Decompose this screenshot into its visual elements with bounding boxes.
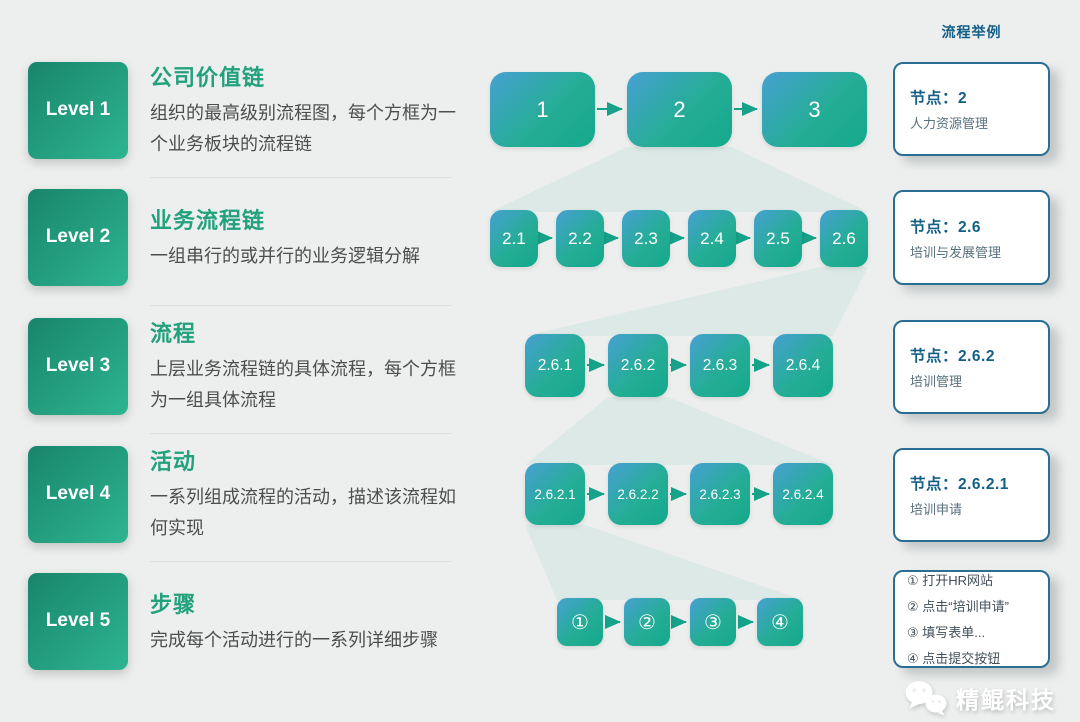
- level-4-title: 活动: [150, 449, 197, 474]
- example-panel-label: 培训申请: [910, 502, 963, 517]
- flow-step-node-1: ①: [557, 598, 603, 646]
- level-4-badge: Level 4: [28, 445, 128, 543]
- level-1-description: 组织的最高级别流程图，每个方框为一个业务板块的流程链: [150, 103, 456, 154]
- flow-node-2-5: 2.5: [754, 210, 802, 267]
- flow-node-2-6-1: 2.6.1: [525, 334, 585, 397]
- example-panel-node-2-6-2: 节点：2.6.2 培训管理: [893, 320, 1050, 414]
- flow-node-2: 2: [627, 72, 732, 147]
- flow-step-node-4: ④: [757, 598, 803, 646]
- flow-node-2-6-2-2: 2.6.2.2: [608, 463, 668, 525]
- example-panel-node-2-6-2-1: 节点：2.6.2.1 培训申请: [893, 448, 1050, 542]
- flow-node-3: 3: [762, 72, 867, 147]
- flow-node-2-6: 2.6: [820, 210, 868, 267]
- wechat-icon: [905, 681, 947, 716]
- examples-header: 流程举例: [941, 24, 1002, 40]
- level-row-1: Level 1 公司价值链 组织的最高级别流程图，每个方框为一个业务板块的流程链: [28, 60, 462, 160]
- level-row-5: Level 5 步骤 完成每个活动进行的一系列详细步骤: [28, 572, 462, 670]
- example-panel-title: 节点：2.6.2.1: [910, 476, 1009, 493]
- example-panel-steps: ① 打开HR网站 ② 点击“培训申请” ③ 填写表单... ④ 点击提交按钮: [893, 570, 1050, 668]
- level-5-title: 步骤: [150, 591, 197, 617]
- example-panel-label: 培训管理: [910, 374, 963, 389]
- flow-node-2-6-4: 2.6.4: [773, 334, 833, 397]
- flow-node-2-3: 2.3: [622, 210, 670, 267]
- divider: [150, 305, 452, 306]
- divider: [150, 177, 452, 178]
- level-1-badge: Level 1: [28, 61, 128, 159]
- level-row-2: Level 2 业务流程链 一组串行的或并行的业务逻辑分解: [28, 188, 462, 286]
- example-panel-title: 节点：2.6.2: [910, 348, 995, 365]
- level-row-3: Level 3 流程 上层业务流程链的具体流程，每个方框为一组具体流程: [28, 316, 462, 416]
- level-4-description: 一系列组成流程的活动，描述该流程如何实现: [150, 487, 456, 538]
- level-2-badge: Level 2: [28, 188, 128, 286]
- watermark-text: 精鲲科技: [956, 686, 1056, 713]
- flow-node-2-6-2: 2.6.2: [608, 334, 668, 397]
- example-panel-node-2: 节点：2 人力资源管理: [893, 62, 1050, 156]
- step-item: ④ 点击提交按钮: [907, 650, 1001, 666]
- flow-step-node-3: ③: [690, 598, 736, 646]
- step-item: ② 点击“培训申请”: [907, 598, 1009, 614]
- level-3-badge: Level 3: [28, 317, 128, 415]
- flow-node-2-6-2-3: 2.6.2.3: [690, 463, 750, 525]
- level-1-title: 公司价值链: [150, 65, 266, 90]
- flow-node-2-6-2-4: 2.6.2.4: [773, 463, 833, 525]
- flow-node-1: 1: [490, 72, 595, 147]
- level-2-description: 一组串行的或并行的业务逻辑分解: [150, 245, 420, 266]
- flow-node-2-6-2-1: 2.6.2.1: [525, 463, 585, 525]
- level-3-title: 流程: [150, 321, 197, 346]
- flow-node-2-6-3: 2.6.3: [690, 334, 750, 397]
- flow-step-node-2: ②: [624, 598, 670, 646]
- example-panel-title: 节点：2.6: [910, 218, 982, 236]
- example-panel-title: 节点：2: [910, 90, 968, 107]
- level-5-badge: Level 5: [28, 572, 128, 670]
- watermark: 精鲲科技: [903, 679, 1056, 716]
- step-item: ③ 填写表单...: [907, 624, 986, 640]
- step-item: ① 打开HR网站: [907, 572, 994, 588]
- flow-node-2-1: 2.1: [490, 210, 538, 267]
- divider: [150, 433, 452, 434]
- flow-node-2-4: 2.4: [688, 210, 736, 267]
- level-row-4: Level 4 活动 一系列组成流程的活动，描述该流程如何实现: [28, 444, 462, 544]
- level-2-title: 业务流程链: [150, 207, 266, 233]
- flow-node-2-2: 2.2: [556, 210, 604, 267]
- level-3-description: 上层业务流程链的具体流程，每个方框为一组具体流程: [150, 359, 456, 410]
- example-panel-label: 人力资源管理: [910, 116, 989, 131]
- level-5-description: 完成每个活动进行的一系列详细步骤: [150, 629, 438, 650]
- example-panel-label: 培训与发展管理: [910, 244, 1002, 260]
- example-panel-node-2-6: 节点：2.6 培训与发展管理: [893, 190, 1050, 285]
- divider: [150, 561, 452, 562]
